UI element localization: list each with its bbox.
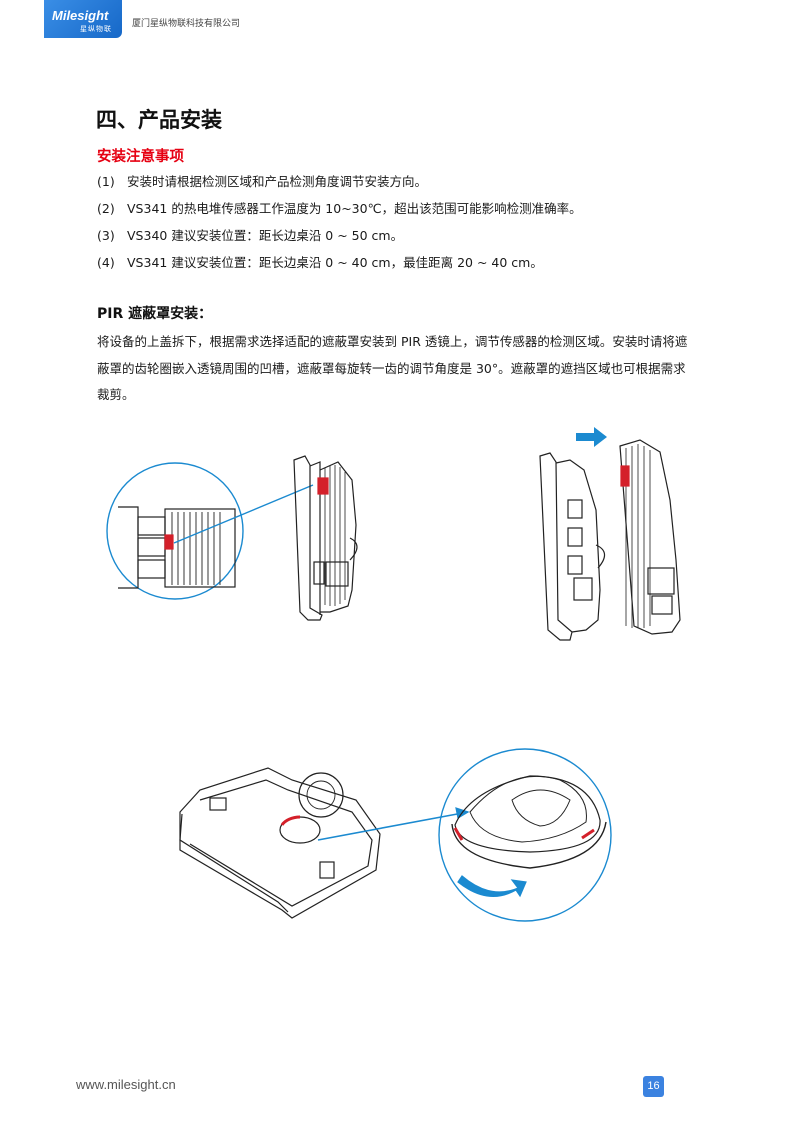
pir-title: PIR 遮蔽罩安装： [97, 306, 213, 322]
footer-website: www.milesight.cn [76, 1077, 176, 1092]
list-item: (1) 安装时请根据检测区域和产品检测角度调节安装方向。 [97, 175, 582, 202]
list-item-text: 安装时请根据检测区域和产品检测角度调节安装方向。 [127, 174, 428, 189]
notes-title: 安装注意事项 [97, 149, 184, 165]
zoom-bracket [118, 506, 139, 589]
zoom-fins-block [164, 508, 236, 588]
logo-brand-text: Milesight [52, 8, 109, 23]
zoom-red-part [164, 534, 174, 550]
callout-line [173, 484, 314, 544]
company-name: 厦门星纵物联科技有限公司 [132, 19, 241, 29]
arrow-right-icon [576, 427, 607, 447]
notes-list: (1) 安装时请根据检测区域和产品检测角度调节安装方向。 (2) VS341 的热电… [97, 175, 582, 283]
list-item: (2) VS341 的热电堆传感器工作温度为 10~30℃，超出该范围可能影响检测… [97, 202, 582, 229]
red-part [317, 477, 329, 495]
zoom-circle [438, 748, 612, 922]
callout-line [317, 811, 469, 841]
page-number: 16 [643, 1076, 664, 1097]
figure-side-view-device [293, 455, 358, 621]
list-item-number: (2) [97, 201, 115, 216]
list-item-number: (4) [97, 255, 115, 270]
figure-side-view-zoom [106, 462, 314, 600]
list-item-text: VS341 的热电堆传感器工作温度为 10~30℃，超出该范围可能影响检测准确率… [127, 201, 582, 216]
figure-separation [539, 427, 681, 641]
red-part [620, 465, 630, 487]
list-item: (4) VS341 建议安装位置：距长边桌沿 0 ~ 40 cm，最佳距离 20 … [97, 256, 582, 283]
list-item-number: (3) [97, 228, 115, 243]
list-item: (3) VS340 建议安装位置：距长边桌沿 0 ~ 50 cm。 [97, 229, 582, 256]
company-logo: Milesight 星纵物联 [44, 0, 122, 38]
logo-sub-text: 星纵物联 [80, 25, 112, 33]
list-item-text: VS341 建议安装位置：距长边桌沿 0 ~ 40 cm，最佳距离 20 ~ 4… [127, 255, 543, 270]
list-item-number: (1) [97, 174, 115, 189]
zoom-circle [106, 462, 244, 600]
list-item-text: VS340 建议安装位置：距长边桌沿 0 ~ 50 cm。 [127, 228, 404, 243]
rotate-arrow-icon [457, 875, 527, 898]
pir-paragraph: 将设备的上盖拆下，根据需求选择适配的遮蔽罩安装到 PIR 透镜上，调节传感器的检… [97, 334, 688, 402]
section-title: 四、产品安装 [96, 108, 222, 132]
figure-shield-install [179, 748, 612, 922]
